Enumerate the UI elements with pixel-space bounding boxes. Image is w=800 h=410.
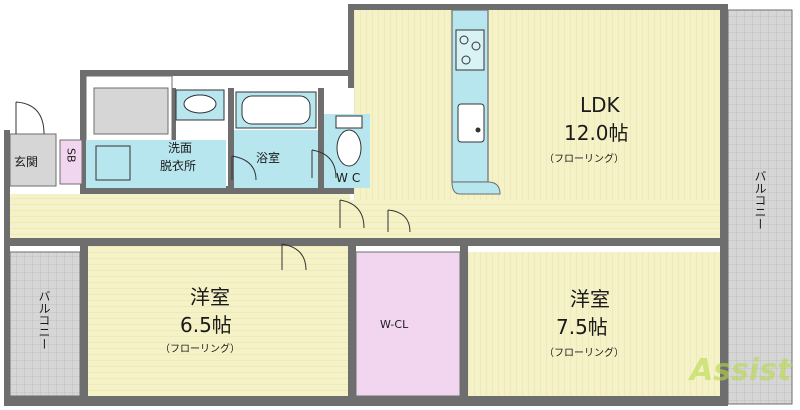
bathtub-icon — [235, 91, 317, 129]
washroom-label-1: 洗面 — [168, 141, 192, 155]
western1-size: 6.5帖 — [180, 313, 232, 337]
watermark: Assist — [688, 353, 793, 388]
western2-name: 洋室 — [570, 287, 610, 311]
toilet-icon — [335, 115, 363, 167]
storage-grey — [93, 87, 169, 135]
ldk-floor-type: （フローリング） — [544, 152, 624, 165]
ldk-name: LDK — [580, 93, 621, 117]
washroom-label-2: 脱衣所 — [160, 158, 196, 173]
bath-label: 浴室 — [256, 150, 280, 165]
sb-label: SB — [65, 148, 78, 163]
stove-icon — [455, 29, 485, 71]
entrance-door-swing — [15, 101, 45, 135]
balcony-left-label: バルコニー — [37, 290, 51, 350]
wc-label: WC — [336, 171, 364, 185]
sink-icon — [457, 103, 485, 143]
balcony-right — [727, 9, 793, 405]
wcl-floor — [355, 251, 461, 397]
entrance-floor — [9, 133, 57, 187]
hall-floor-2 — [10, 200, 720, 238]
entrance-label: 玄関 — [14, 154, 38, 169]
western2-floor — [468, 252, 720, 396]
balcony-left — [9, 251, 81, 397]
sb-box — [59, 139, 83, 185]
western1-floor-type: （フローリング） — [160, 342, 240, 355]
wash-basin-icon — [175, 89, 225, 121]
balcony-right-label: バルコニー — [753, 170, 767, 230]
kitchen-counter — [451, 9, 501, 195]
wcl-label: W-CL — [380, 318, 409, 331]
western2-size: 7.5帖 — [556, 315, 608, 339]
western2-floor-type: （フローリング） — [544, 346, 624, 359]
western1-name: 洋室 — [190, 285, 230, 309]
western1-floor — [88, 246, 348, 396]
door-swings — [231, 149, 411, 271]
washing-machine-icon — [95, 145, 131, 181]
bath-floor — [234, 130, 318, 188]
ldk-size: 12.0帖 — [564, 121, 629, 145]
